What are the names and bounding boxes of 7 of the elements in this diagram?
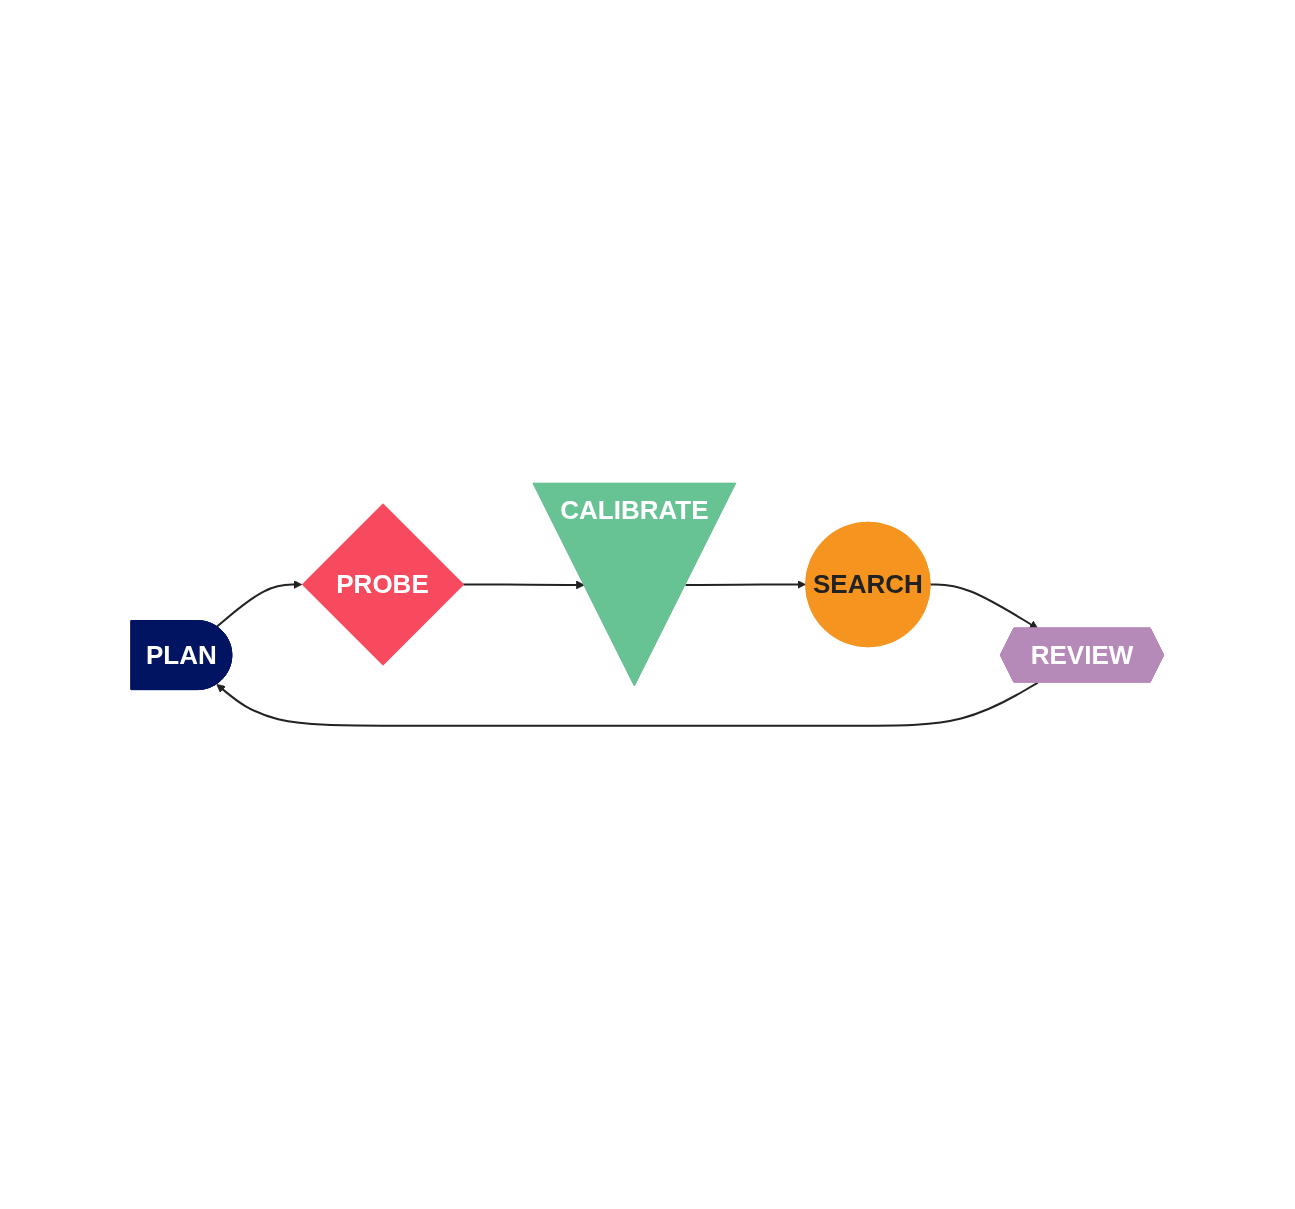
arrow: [216, 681, 1039, 727]
arrow: [215, 580, 303, 628]
node-circle: SEARCH: [805, 521, 931, 648]
arrow: [684, 580, 807, 589]
arrow: [929, 583, 1039, 629]
node-diamond: PROBE: [301, 503, 465, 666]
arrow: [462, 580, 585, 590]
